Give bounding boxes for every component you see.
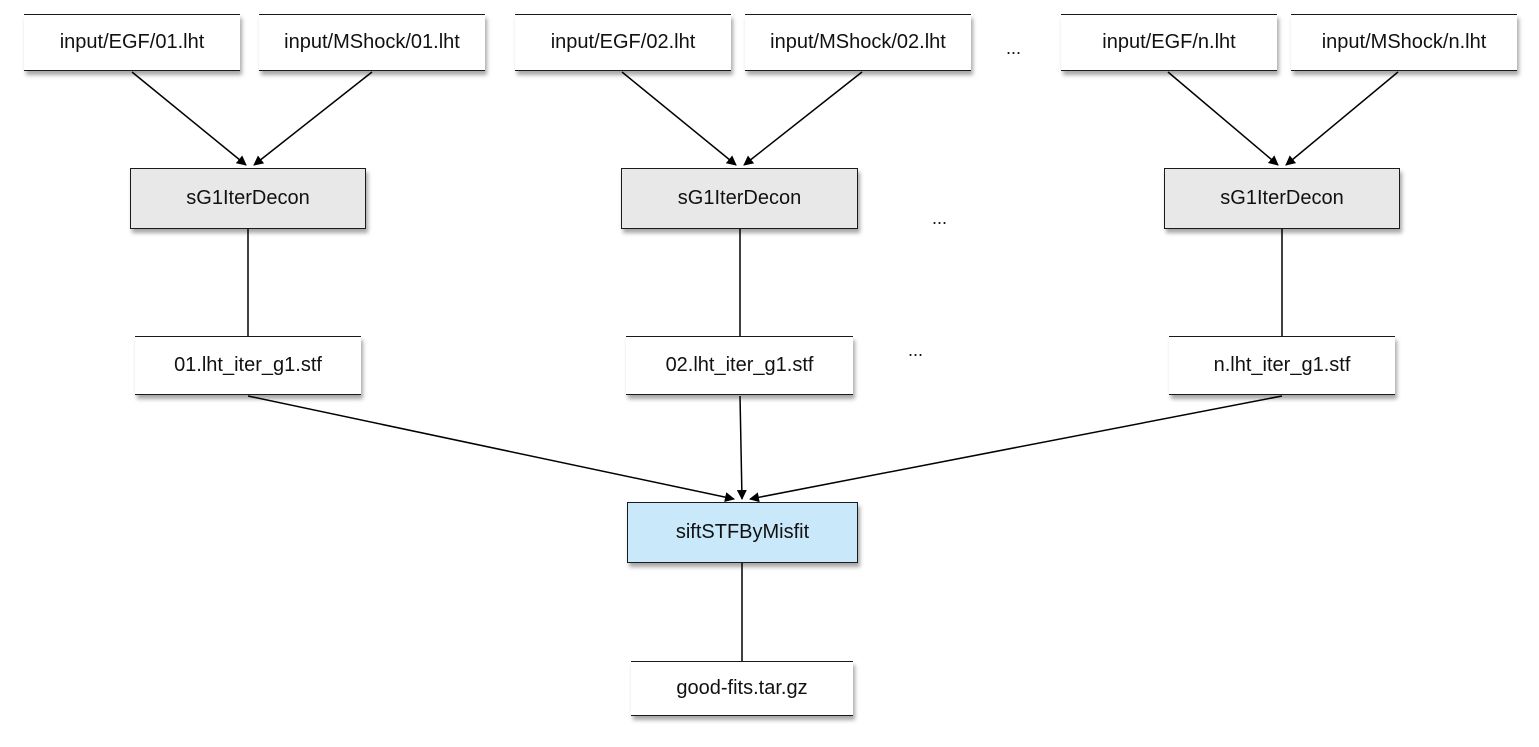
edge-egf01-decon1 <box>131 71 247 166</box>
input-egf-n-label: input/EGF/n.lht <box>1102 31 1236 53</box>
stf-output-3-label: n.lht_iter_g1.stf <box>1213 354 1351 376</box>
stf-output-2: 02.lht_iter_g1.stf <box>626 336 853 395</box>
edge-egf02-decon2 <box>621 71 737 166</box>
edge-mshock02-decon2 <box>743 71 863 166</box>
input-mshock-01: input/MShock/01.lht <box>259 14 485 71</box>
decon-job-3-label: sG1IterDecon <box>1220 187 1344 209</box>
ellipsis-decon: ... <box>932 208 948 228</box>
decon-job-2: sG1IterDecon <box>621 168 858 229</box>
input-egf-02: input/EGF/02.lht <box>515 14 731 71</box>
stf-output-1-label: 01.lht_iter_g1.stf <box>174 354 322 376</box>
edge-egfn-decon3 <box>1167 71 1279 166</box>
ellipsis-stf: ... <box>908 340 924 360</box>
input-egf-n: input/EGF/n.lht <box>1061 14 1277 71</box>
input-egf-01-label: input/EGF/01.lht <box>59 31 205 53</box>
input-mshock-02-label: input/MShock/02.lht <box>770 31 946 53</box>
edge-stf1-sift <box>247 395 735 503</box>
decon-job-1: sG1IterDecon <box>130 168 366 229</box>
input-egf-02-label: input/EGF/02.lht <box>550 31 696 53</box>
stf-output-1: 01.lht_iter_g1.stf <box>135 336 361 395</box>
edge-mshock01-decon1 <box>253 71 373 166</box>
edge-stf2-sift <box>736 395 747 500</box>
edge-stf3-sift <box>749 395 1283 503</box>
stf-output-2-label: 02.lht_iter_g1.stf <box>665 354 814 376</box>
input-mshock-01-label: input/MShock/01.lht <box>284 31 460 53</box>
input-mshock-n: input/MShock/n.lht <box>1291 14 1517 71</box>
final-output-label: good-fits.tar.gz <box>676 677 808 699</box>
decon-job-2-label: sG1IterDecon <box>677 187 802 209</box>
input-mshock-n-label: input/MShock/n.lht <box>1321 31 1487 53</box>
sift-job: siftSTFByMisfit <box>627 502 858 563</box>
decon-job-3: sG1IterDecon <box>1164 168 1400 229</box>
decon-job-1-label: sG1IterDecon <box>186 187 310 209</box>
sift-job-label: siftSTFByMisfit <box>675 521 810 543</box>
stf-output-3: n.lht_iter_g1.stf <box>1169 336 1395 395</box>
edge-mshockn-decon3 <box>1285 71 1399 166</box>
final-output: good-fits.tar.gz <box>631 661 853 716</box>
input-egf-01: input/EGF/01.lht <box>24 14 240 71</box>
ellipsis-inputs: ... <box>1006 38 1022 58</box>
input-mshock-02: input/MShock/02.lht <box>745 14 971 71</box>
